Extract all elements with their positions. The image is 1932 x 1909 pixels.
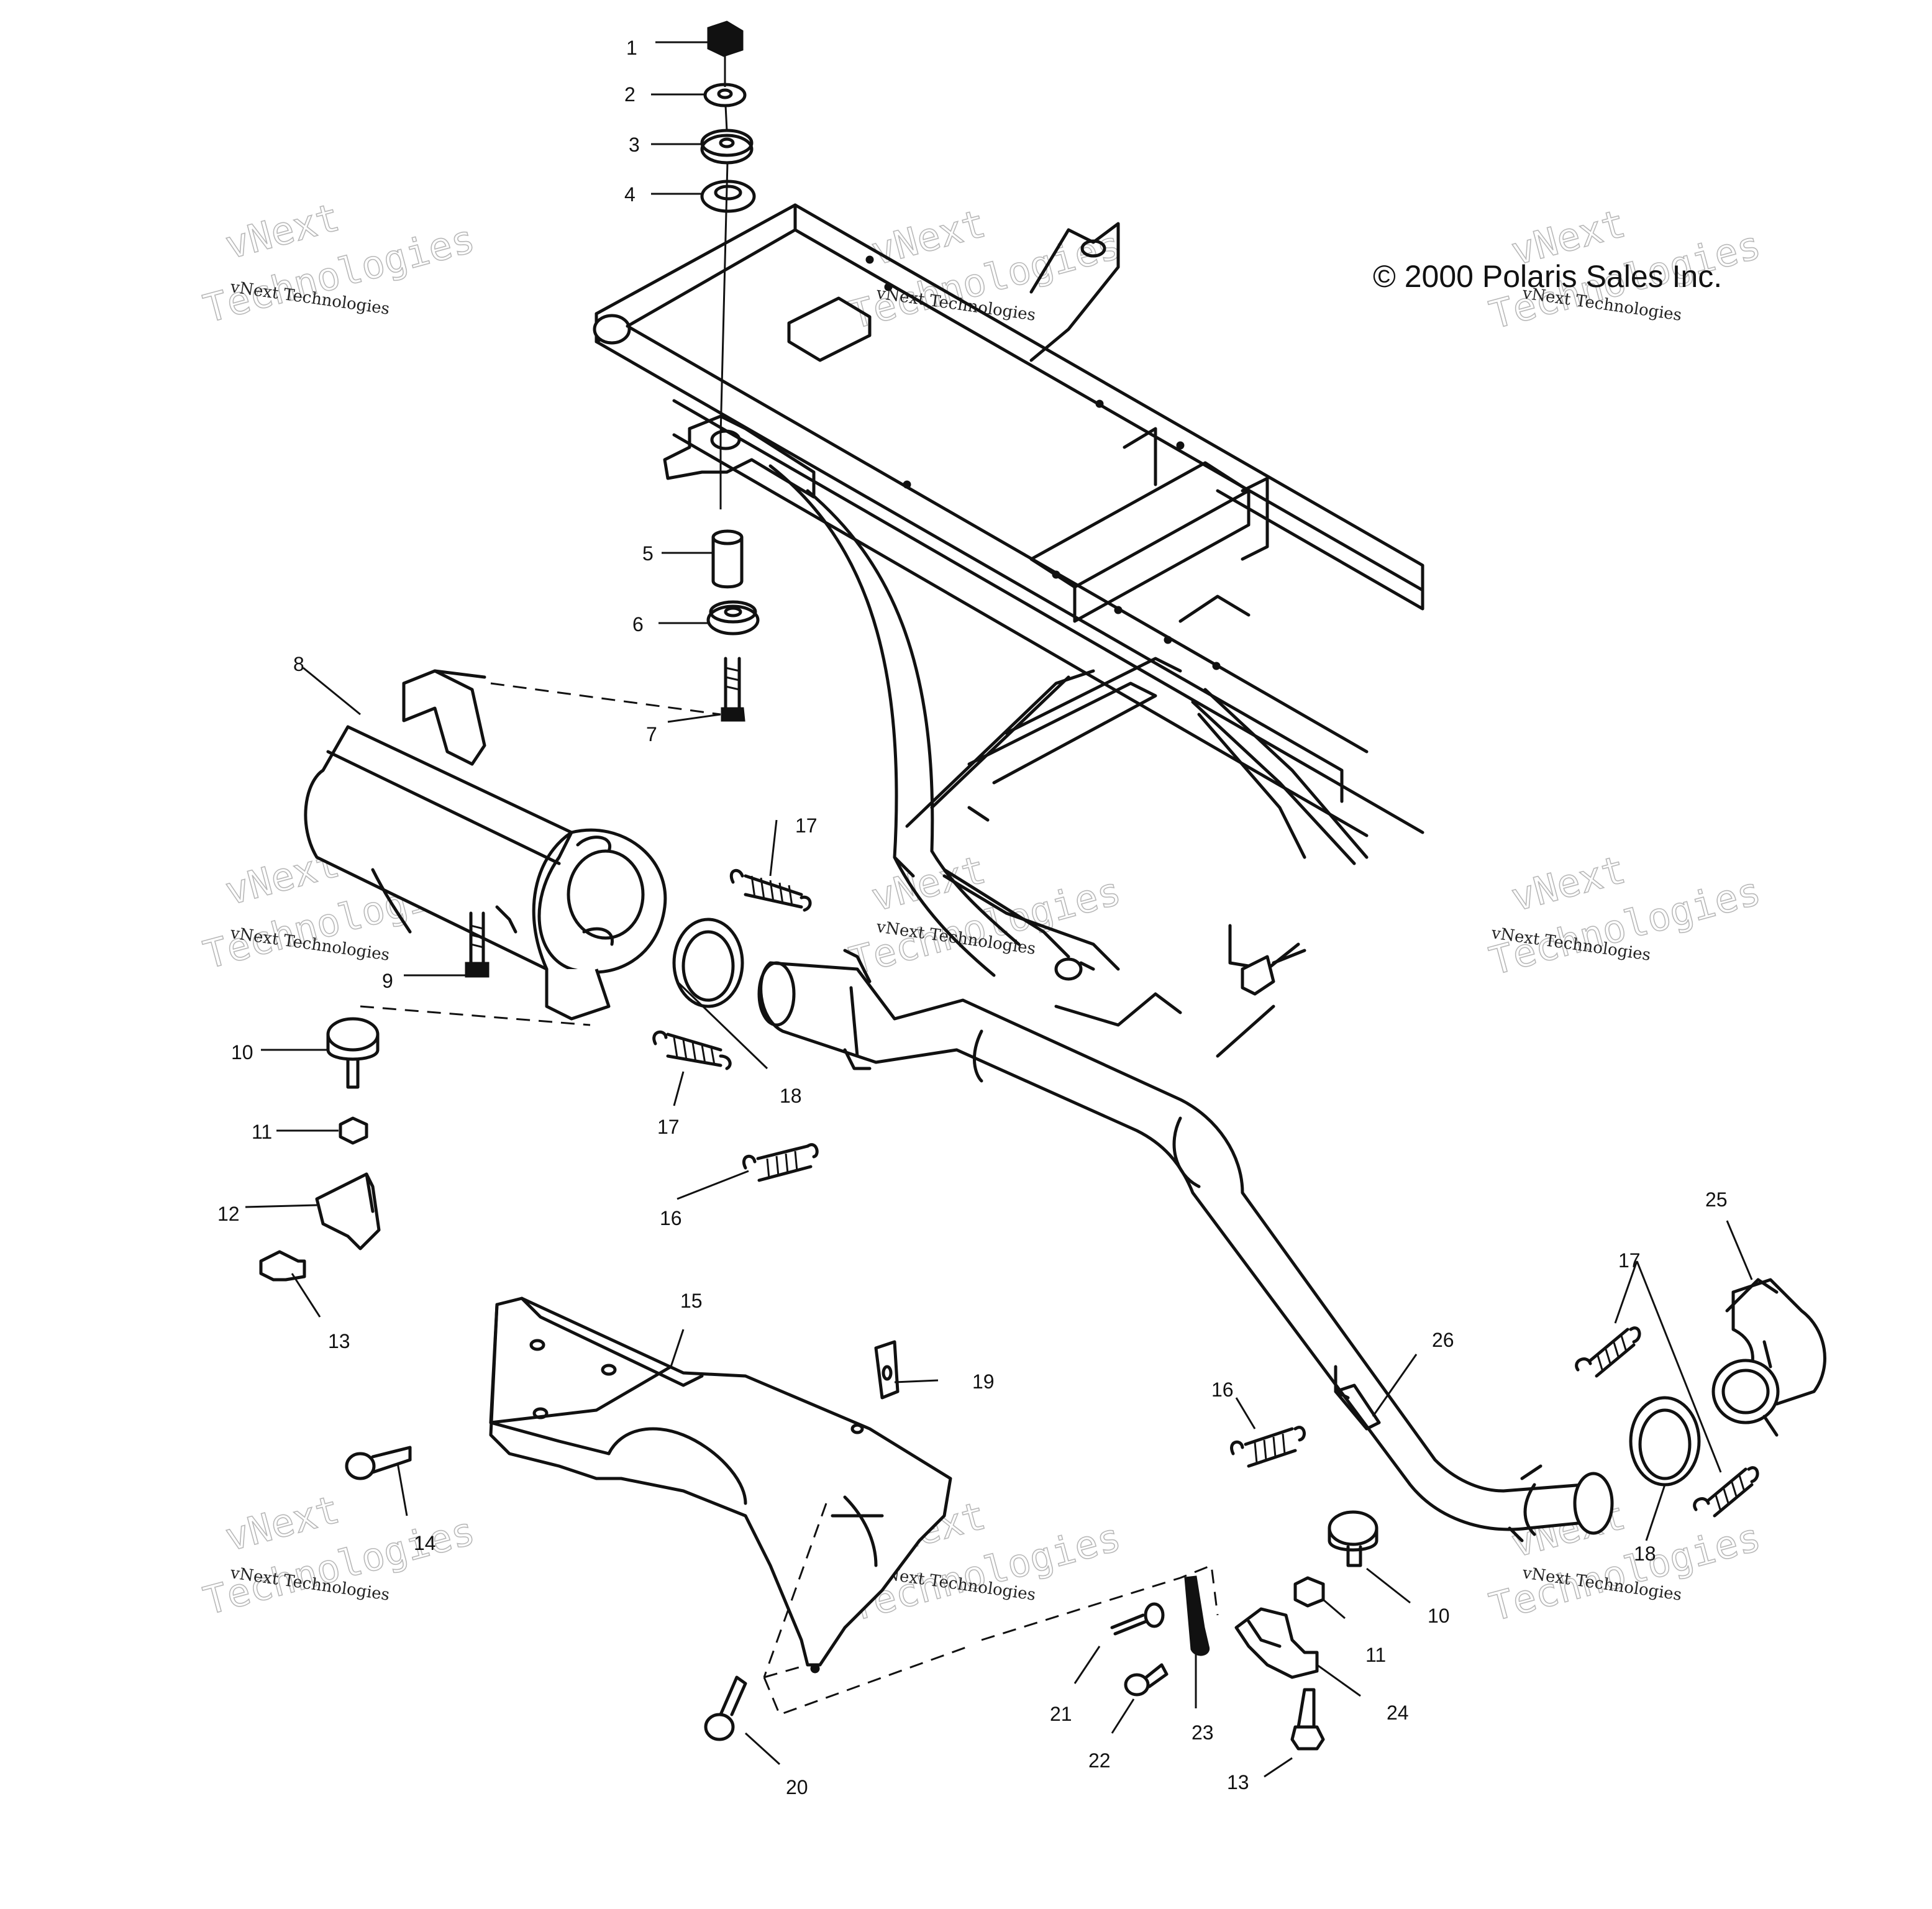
callout-2: 2	[624, 83, 636, 106]
spring-part-17c	[1575, 1326, 1641, 1378]
bracket-part-24	[1234, 1607, 1319, 1679]
spring-part-16a	[742, 1143, 819, 1182]
spring-part-16b	[1230, 1426, 1306, 1468]
callout-4: 4	[624, 183, 636, 206]
watermark: vNext Technologies	[844, 846, 1126, 985]
clip-part-19	[874, 1340, 900, 1400]
callout-10b: 10	[1428, 1605, 1450, 1627]
bolt-part-13b	[1290, 1688, 1325, 1751]
copyright-text: © 2000 Polaris Sales Inc.	[1373, 259, 1722, 294]
callout-13: 13	[328, 1330, 350, 1352]
nut-part-11b	[1293, 1576, 1325, 1608]
callout-3: 3	[629, 134, 640, 156]
spacer-part-5	[711, 535, 744, 589]
callout-20: 20	[786, 1776, 808, 1798]
callout-13b: 13	[1227, 1771, 1249, 1793]
head-pipe-part-26	[757, 949, 1614, 1542]
elbow-part-25	[1711, 1278, 1826, 1437]
screw-part-14	[345, 1446, 412, 1480]
watermark: vNext Technologies	[1484, 1492, 1766, 1631]
callout-18b: 18	[1634, 1542, 1656, 1565]
callout-10: 10	[231, 1041, 253, 1064]
spring-part-17a	[729, 868, 812, 912]
gasket-part-18b	[1629, 1396, 1701, 1487]
screw-part-22	[1124, 1663, 1169, 1697]
callout-labels: 1 2 3 4 5 6 7 8 9 10 11 12 13 14 15 16 1…	[217, 37, 1728, 1798]
callout-17: 17	[795, 814, 818, 837]
callout-23: 23	[1192, 1721, 1214, 1744]
spring-part-17b	[652, 1030, 732, 1070]
callout-7: 7	[646, 723, 657, 745]
bolt-part-13a	[259, 1250, 306, 1282]
gasket-part-18a	[672, 918, 744, 1008]
bumper-part-10b	[1328, 1510, 1378, 1567]
callout-5: 5	[642, 542, 654, 565]
leader-lines	[245, 41, 1753, 1778]
callout-11: 11	[252, 1121, 272, 1143]
nut-part-11a	[339, 1116, 368, 1145]
callout-17c: 17	[1618, 1249, 1641, 1272]
rivet-part-21	[1110, 1602, 1165, 1636]
callout-15: 15	[680, 1290, 703, 1312]
callout-18: 18	[780, 1085, 802, 1107]
callout-19: 19	[972, 1370, 995, 1393]
washer-part-2	[703, 83, 747, 107]
callout-1: 1	[626, 37, 637, 59]
callout-21: 21	[1050, 1703, 1072, 1725]
mount-stack	[700, 21, 760, 722]
muffler-part-8	[304, 669, 667, 1021]
callout-24: 24	[1387, 1702, 1409, 1724]
spring-part-17d	[1693, 1466, 1759, 1518]
callout-6: 6	[632, 613, 644, 636]
callout-12: 12	[217, 1203, 240, 1225]
callout-9: 9	[382, 970, 393, 992]
callout-14: 14	[414, 1532, 436, 1554]
spring-clip-part-23	[1184, 1575, 1210, 1656]
callout-22: 22	[1088, 1749, 1111, 1772]
callout-11b: 11	[1365, 1644, 1386, 1666]
callout-25: 25	[1705, 1188, 1728, 1211]
screw-part-20	[704, 1675, 747, 1741]
heat-shield-part-15	[489, 1296, 952, 1674]
grommet-part-6	[706, 604, 760, 636]
grommet-part-4	[700, 180, 756, 213]
callout-8: 8	[293, 653, 304, 675]
frame-assembly	[593, 203, 1424, 1058]
callout-16b: 16	[1211, 1378, 1234, 1401]
callout-16: 16	[660, 1207, 682, 1229]
callout-17b: 17	[657, 1116, 680, 1138]
bolt-part-9	[465, 911, 490, 978]
bolt-part-7	[724, 657, 741, 710]
callout-26: 26	[1432, 1329, 1454, 1351]
bumper-part-10a	[326, 1017, 380, 1089]
nut-part-1	[707, 21, 744, 57]
